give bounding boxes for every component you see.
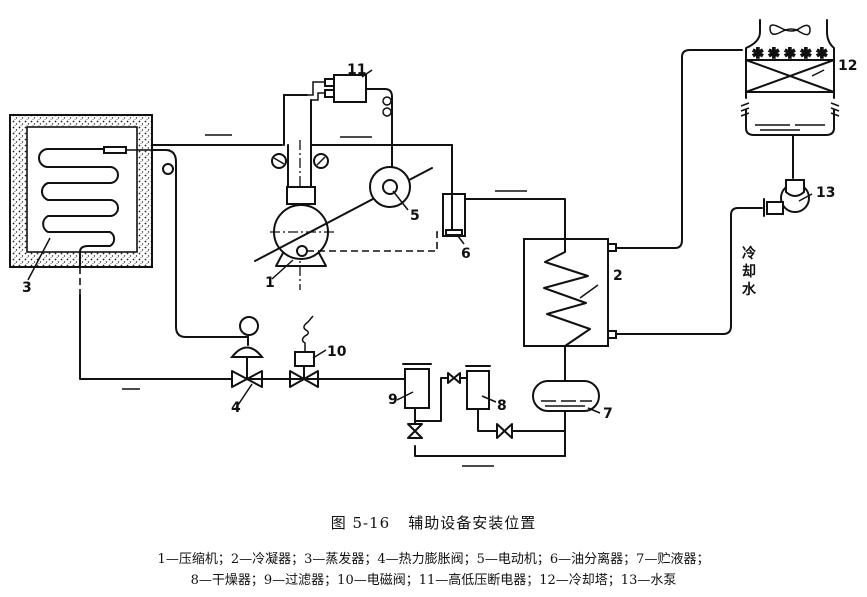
oil-separator xyxy=(442,144,566,245)
label-4: 4 xyxy=(231,400,241,416)
label-5: 5 xyxy=(410,208,420,224)
label-9: 9 xyxy=(388,392,398,408)
svg-text:✱: ✱ xyxy=(800,46,812,62)
label-13: 13 xyxy=(816,185,835,201)
receiver xyxy=(532,380,601,457)
cooling-water-label-3: 水 xyxy=(742,281,757,298)
label-12: 12 xyxy=(838,58,857,74)
figure-title: 辅助设备安装位置 xyxy=(408,514,537,532)
cooling-tower: ✱ ✱ ✱ ✱ ✱ xyxy=(740,19,840,179)
label-6: 6 xyxy=(461,246,471,262)
compressor xyxy=(254,94,433,290)
spray-nozzles: ✱ ✱ ✱ ✱ ✱ xyxy=(751,45,828,63)
fan-icon xyxy=(769,24,811,36)
capillary-coil xyxy=(162,163,174,175)
cooling-water-label-1: 冷 xyxy=(742,245,756,262)
svg-text:✱: ✱ xyxy=(752,46,764,62)
figure-caption: 图 5-16 辅助设备安装位置 xyxy=(0,512,867,533)
label-11: 11 xyxy=(347,62,366,78)
drier-valve xyxy=(477,409,513,439)
label-10: 10 xyxy=(327,344,347,360)
svg-text:✱: ✱ xyxy=(784,46,796,62)
label-8: 8 xyxy=(497,398,507,414)
label-1: 1 xyxy=(265,275,275,291)
svg-text:✱: ✱ xyxy=(816,46,828,62)
sensing-bulb xyxy=(103,146,127,154)
label-2: 2 xyxy=(613,268,623,284)
motor xyxy=(369,166,411,211)
evaporator xyxy=(9,114,249,338)
filter xyxy=(396,363,432,439)
figure-number: 图 5-16 xyxy=(330,514,391,532)
label-7: 7 xyxy=(603,406,613,422)
expansion-valve xyxy=(229,316,265,409)
svg-text:✱: ✱ xyxy=(768,46,780,62)
label-3: 3 xyxy=(22,280,32,296)
drier xyxy=(465,365,497,410)
pressure-switch xyxy=(307,69,393,169)
solenoid-valve xyxy=(289,315,327,388)
condenser xyxy=(523,238,617,381)
cooling-water-label-2: 却 xyxy=(742,263,756,280)
bypass-valve xyxy=(414,372,468,422)
water-pump xyxy=(763,179,813,217)
legend-line-1: 1—压缩机；2—冷凝器；3—蒸发器；4—热力膨胀阀；5—电动机；6—油分离器；7… xyxy=(157,552,710,567)
legend-line-2: 8—干燥器；9—过滤器；10—电磁阀；11—高低压断电器；12—冷却塔；13—水… xyxy=(190,573,677,588)
